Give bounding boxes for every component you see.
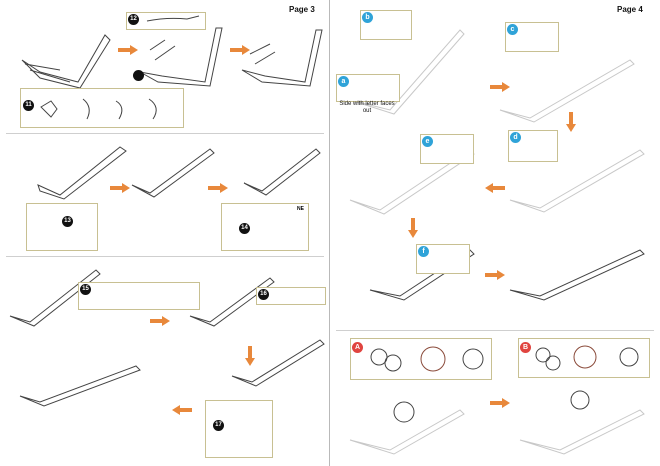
section-divider bbox=[6, 133, 324, 134]
direction-arrow bbox=[485, 270, 505, 280]
part-letter-badge: a bbox=[338, 76, 349, 87]
page-4: Page 4 b a Side with letter faces out c … bbox=[330, 0, 660, 466]
ring-assembly-illustration bbox=[349, 390, 645, 455]
part-letter-badge: e bbox=[422, 136, 433, 147]
step-number: 13 bbox=[62, 216, 73, 227]
direction-arrow bbox=[408, 218, 418, 238]
faint-assembly-illustration bbox=[349, 29, 645, 301]
direction-arrow bbox=[110, 183, 130, 193]
ring-letter-badge: A bbox=[352, 342, 363, 353]
direction-arrow bbox=[490, 398, 510, 408]
part-letter-badge: c bbox=[507, 24, 518, 35]
direction-arrow bbox=[172, 405, 192, 415]
ring-B-callout bbox=[518, 338, 650, 378]
ring-letter-badge: B bbox=[520, 342, 531, 353]
part-letter-badge: b bbox=[362, 12, 373, 23]
direction-arrow bbox=[118, 45, 138, 55]
direction-arrow bbox=[150, 316, 170, 326]
step-13-callout bbox=[26, 203, 98, 251]
step-number: 12 bbox=[128, 14, 139, 25]
ring-A-callout bbox=[350, 338, 492, 380]
step-number: 14 bbox=[239, 223, 250, 234]
part-letter-badge: d bbox=[510, 132, 521, 143]
step-12-callout bbox=[126, 12, 206, 30]
direction-arrow bbox=[208, 183, 228, 193]
direction-arrow bbox=[485, 183, 505, 193]
direction-arrow bbox=[490, 82, 510, 92]
step-16-callout bbox=[256, 287, 326, 305]
direction-arrow bbox=[230, 45, 250, 55]
step-11-callout bbox=[20, 88, 184, 128]
page-divider bbox=[329, 0, 330, 466]
section-divider bbox=[336, 330, 654, 331]
step-number: 16 bbox=[258, 289, 269, 300]
tool-label: NE bbox=[297, 206, 304, 212]
step-15-callout bbox=[78, 282, 200, 310]
direction-arrow bbox=[245, 346, 255, 366]
step-icon bbox=[133, 70, 144, 81]
page-label: Page 3 bbox=[289, 5, 315, 14]
orientation-caption: Side with letter faces out bbox=[339, 101, 395, 114]
step-number: 11 bbox=[23, 100, 34, 111]
step-15-17-illustration bbox=[9, 269, 325, 407]
page-label: Page 4 bbox=[617, 5, 643, 14]
step-14-callout: NE bbox=[221, 203, 309, 251]
page-3: Page 3 12 11 13 NE bbox=[6, 5, 326, 458]
section-divider bbox=[6, 256, 324, 257]
step-11-12-illustration bbox=[21, 27, 323, 89]
direction-arrow bbox=[566, 112, 576, 132]
step-13-14-illustration bbox=[37, 146, 321, 200]
step-number: 15 bbox=[80, 284, 91, 295]
step-number: 17 bbox=[213, 420, 224, 431]
part-letter-badge: f bbox=[418, 246, 429, 257]
